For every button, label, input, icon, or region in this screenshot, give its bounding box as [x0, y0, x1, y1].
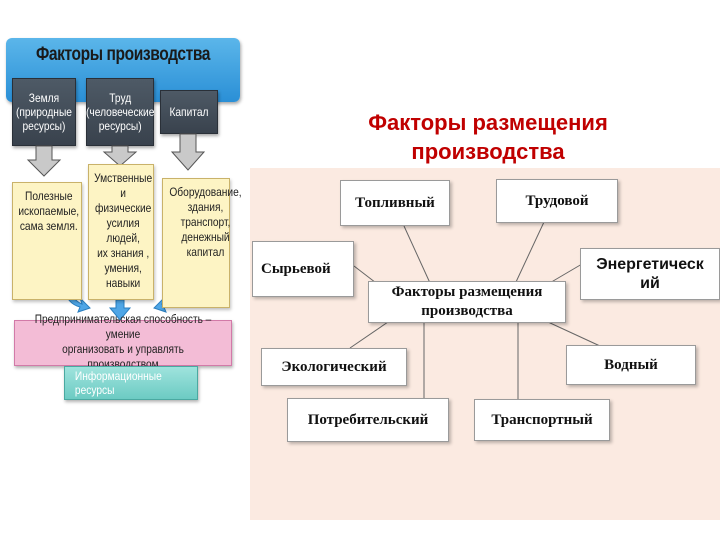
- category-labor-label: Труд (человеческие ресурсы): [85, 91, 155, 133]
- factor-ecological: Экологический: [261, 348, 407, 386]
- factor-labor: Трудовой: [496, 179, 618, 223]
- desc-labor-text: Умственные и физические усилия людей, их…: [94, 171, 153, 290]
- information-text: Информационные ресурсы: [74, 369, 162, 397]
- factor-energy: Энергетическ ий: [580, 248, 720, 300]
- category-labor: Труд (человеческие ресурсы): [86, 78, 154, 146]
- entrepreneurship-text: Предпринимательская способность – умение…: [34, 314, 212, 371]
- factor-consumer: Потребительский: [287, 398, 449, 442]
- entrepreneurship-box: Предпринимательская способность – умение…: [14, 314, 232, 371]
- desc-labor: Умственные и физические усилия людей, их…: [88, 164, 154, 300]
- category-land-label: Земля (природные ресурсы): [16, 91, 73, 133]
- down-arrow-labor: [102, 145, 138, 167]
- category-capital: Капитал: [160, 90, 218, 134]
- placement-panel: [250, 168, 720, 520]
- factor-raw-material: Сырьевой: [252, 241, 354, 297]
- desc-capital: Оборудование, здания, транспорт, денежны…: [162, 178, 242, 308]
- information-box: Информационные ресурсы: [64, 366, 198, 400]
- category-capital-label: Капитал: [169, 105, 209, 119]
- desc-capital-text: Оборудование, здания, транспорт, денежны…: [169, 185, 242, 259]
- right-diagram-title: Факторы размещения производства: [368, 110, 608, 164]
- down-arrow-land: [26, 145, 62, 177]
- desc-land: Полезные ископаемые, сама земля.: [12, 182, 82, 300]
- left-diagram-title: Факторы производства: [35, 44, 211, 65]
- factor-water: Водный: [566, 345, 696, 385]
- down-arrow-capital: [170, 133, 206, 171]
- blue-arrow-labor: [108, 299, 132, 321]
- category-land: Земля (природные ресурсы): [12, 78, 76, 146]
- center-node: Факторы размещения производства: [368, 281, 566, 323]
- desc-land-text: Полезные ископаемые, сама земля.: [18, 189, 80, 233]
- left-arrows: [26, 133, 206, 321]
- factor-fuel: Топливный: [340, 180, 450, 226]
- factor-transport: Транспортный: [474, 399, 610, 441]
